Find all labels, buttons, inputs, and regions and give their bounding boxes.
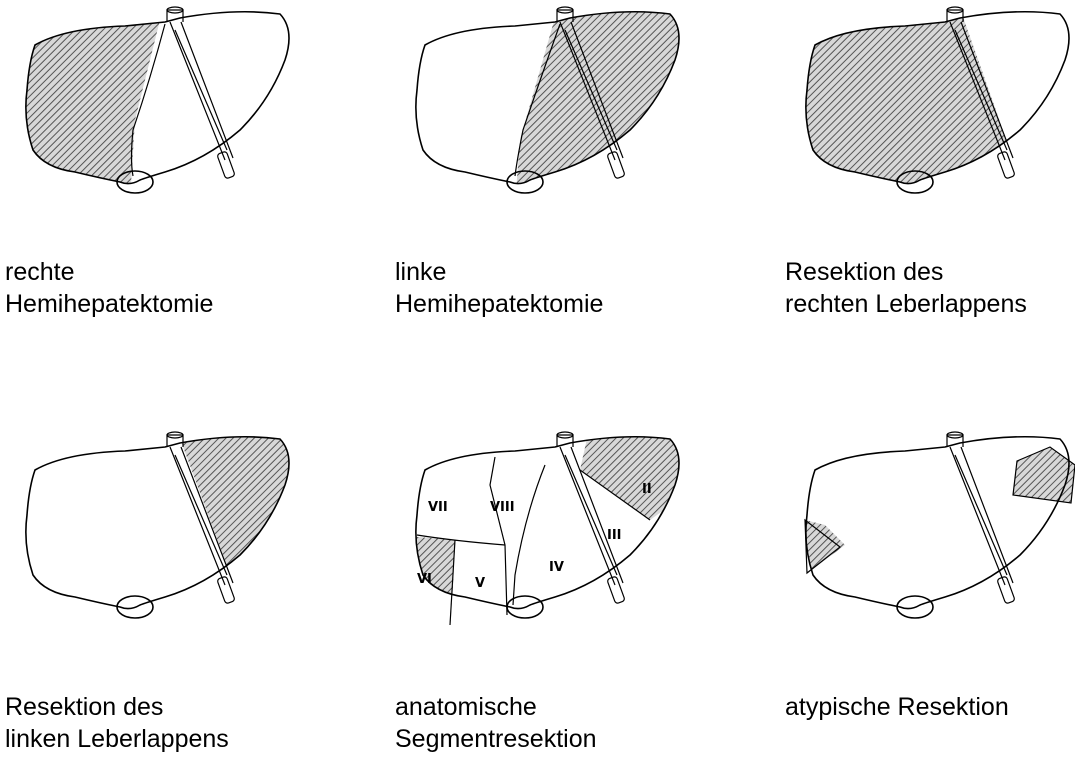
caption: Resektion des rechten Leberlappens: [785, 256, 1027, 320]
liver-diagram-segmental-resection: VII VIII II III IV VI V: [395, 425, 685, 655]
liver-diagram-atypical-resection: [785, 425, 1075, 655]
caption-line-1: Resektion des: [5, 691, 229, 723]
caption: linke Hemihepatektomie: [395, 256, 603, 320]
liver-diagram-right-lobe-resection: [785, 0, 1075, 230]
caption-line-2: linken Leberlappens: [5, 723, 229, 755]
segment-label-iv: IV: [549, 560, 564, 575]
caption-line-1: rechte: [5, 256, 213, 288]
caption-line-2: Segmentresektion: [395, 723, 597, 755]
liver-diagram-left-hemihepatectomy: [395, 0, 685, 230]
segment-label-vii: VII: [428, 500, 448, 515]
segment-label-ii: II: [642, 482, 652, 497]
liver-diagram-right-hemihepatectomy: [5, 0, 295, 230]
caption-line-1: linke: [395, 256, 603, 288]
caption-line-2: rechten Leberlappens: [785, 288, 1027, 320]
caption: atypische Resektion: [785, 691, 1009, 723]
caption-line-1: Resektion des: [785, 256, 1027, 288]
segment-label-vi: VI: [417, 572, 432, 587]
segment-label-v: V: [475, 576, 485, 591]
liver-diagram-left-lobe-resection: [5, 425, 295, 655]
caption-line-1: anatomische: [395, 691, 597, 723]
segment-label-iii: III: [607, 528, 622, 543]
caption-line-2: Hemihepatektomie: [5, 288, 213, 320]
caption: anatomische Segmentresektion: [395, 691, 597, 755]
caption: rechte Hemihepatektomie: [5, 256, 213, 320]
caption-line-2: Hemihepatektomie: [395, 288, 603, 320]
caption-line-1: atypische Resektion: [785, 691, 1009, 723]
caption: Resektion des linken Leberlappens: [5, 691, 229, 755]
segment-label-viii: VIII: [490, 500, 515, 515]
